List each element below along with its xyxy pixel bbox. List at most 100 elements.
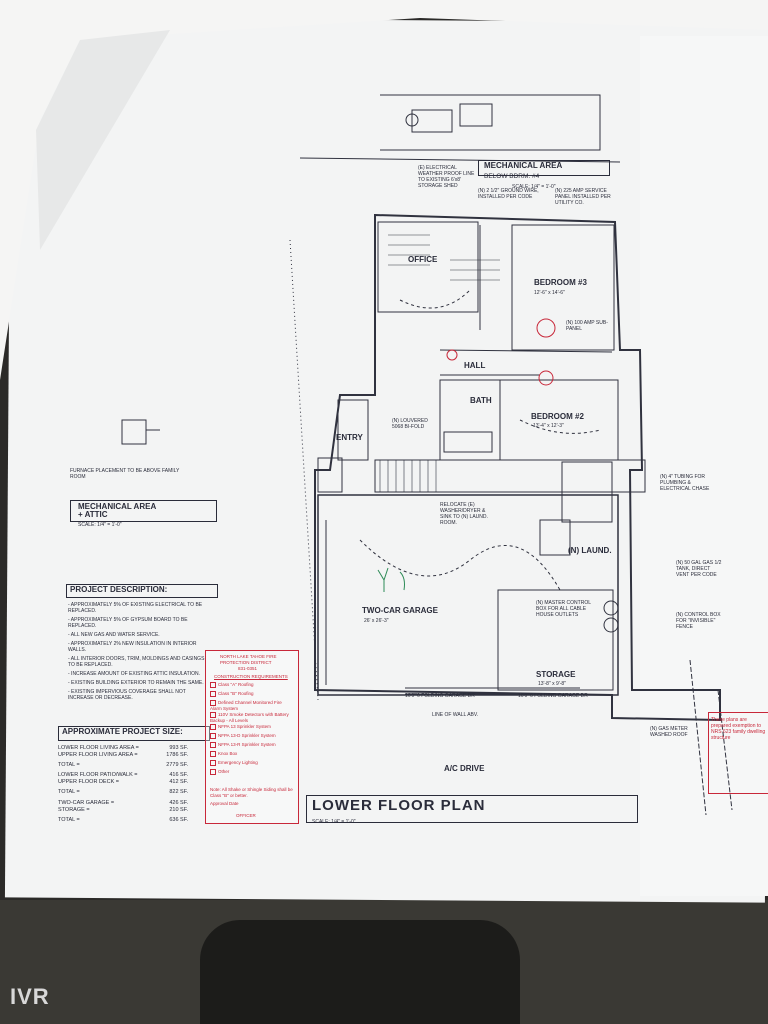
stamp-checklist-item: NFPA 13-R Sprinkler System — [210, 742, 294, 748]
garage-door-1: 16'0"'6 FOLDING GARAGE DR — [405, 693, 475, 699]
project-description-title: PROJECT DESCRIPTION: — [70, 585, 168, 594]
room-bedroom2-size: 13'-4" x 12'-3" — [533, 423, 564, 429]
stamp-checklist-item: Class "A" Roofing — [210, 682, 294, 688]
checkbox-icon — [210, 751, 216, 757]
plan-scale: SCALE: 1/4" = 1'-0" — [312, 819, 356, 825]
note-relocate: RELOCATE (E) WASHER/DRYER & SINK TO (N) … — [440, 502, 488, 526]
project-size-value: 993 SF. — [169, 745, 188, 751]
mechanical-below-title-box — [478, 160, 610, 176]
checkbox-icon — [210, 769, 216, 775]
project-size-value: 2779 SF. — [166, 762, 188, 768]
room-bedroom2: BEDROOM #2 — [531, 412, 584, 421]
project-size-label: TOTAL = — [58, 789, 80, 795]
mechanical-attic-subtitle: + ATTIC — [78, 510, 108, 519]
project-description-box — [66, 584, 218, 598]
stamp-checklist-item: Defined Channel Monitored Fire Alarm Sys… — [210, 700, 282, 712]
mechanical-attic-title: MECHANICAL AREA — [78, 502, 157, 511]
note-gas-meter: (N) GAS METER WASHED ROOF — [650, 726, 688, 738]
project-size-row: UPPER FLOOR DECK =412 SF. — [58, 779, 188, 785]
checkbox-icon — [210, 724, 216, 730]
qw-stamp-text: These plans are prepared exemption to NR… — [711, 717, 766, 741]
room-entry: ENTRY — [336, 433, 363, 442]
project-size-row: LOWER FLOOR LIVING AREA = 993 SF. — [58, 745, 188, 751]
mechanical-below-title: MECHANICAL AREA — [484, 161, 563, 170]
note-master-control: (N) MASTER CONTROL BOX FOR ALL CABLE HOU… — [536, 600, 591, 618]
mechanical-attic-scale: SCALE: 1/4" = 1'-0" — [78, 522, 122, 528]
project-size-row: UPPER FLOOR LIVING AREA = 1786 SF. — [58, 752, 188, 758]
note-control-box: (N) CONTROL BOX FOR "INVISIBLE" FENCE — [676, 612, 721, 630]
adjacent-sheet — [640, 36, 768, 896]
garage-door-2: 16'0"'6 FOLDING GARAGE DR — [518, 693, 588, 699]
project-size-box — [58, 726, 210, 741]
project-description-item: - EXISTING IMPERVIOUS COVERAGE SHALL NOT… — [68, 689, 186, 701]
stamp-checklist-item: Other — [210, 769, 294, 775]
project-size-value: 426 SF. — [169, 800, 188, 806]
checkbox-icon — [210, 682, 216, 688]
project-size-value: 1786 SF. — [166, 752, 188, 758]
project-size-label: LOWER FLOOR PATIO/WALK = — [58, 772, 138, 778]
furnace-note: FURNACE PLACEMENT TO BE ABOVE FAMILY ROO… — [70, 468, 180, 480]
stamp-checklist-item: 110V Smoke Detectors with Battery Backup… — [210, 712, 289, 724]
project-size-row: TOTAL = 2779 SF. — [58, 762, 188, 768]
project-size-label: LOWER FLOOR LIVING AREA = — [58, 745, 139, 751]
checkbox-icon — [210, 760, 216, 766]
stamp-title: CONSTRUCTION REQUIREMENTS — [214, 674, 288, 679]
stamp-checklist-item: NFPA 13-D Sprinkler System — [210, 733, 294, 739]
project-size-label: TWO-CAR GARAGE = — [58, 800, 115, 806]
fire-district-stamp: NORTH LAKE TAHOE FIRE PROTECTION DISTRIC… — [205, 650, 299, 824]
room-bedroom3-size: 12'-6" x 14'-6" — [534, 290, 565, 296]
mechanical-attic-title-box — [70, 500, 217, 522]
qw-stamp: These plans are prepared exemption to NR… — [708, 712, 768, 794]
note-sub-panel: (N) 100 AMP SUB-PANEL — [566, 320, 608, 332]
project-size-row: LOWER FLOOR PATIO/WALK =416 SF. — [58, 772, 188, 778]
room-bath: BATH — [470, 396, 492, 405]
project-size-row: TWO-CAR GARAGE = 426 SF. — [58, 800, 188, 806]
checkbox-icon — [210, 733, 216, 739]
stamp-note: Note: All Shake or Shingle Siding shall … — [210, 787, 293, 798]
project-size-label: UPPER FLOOR LIVING AREA = — [58, 752, 138, 758]
note-gas-tank: (N) 50 GAL GAS 1/2 TANK, DIRECT VENT PER… — [676, 560, 722, 578]
project-size-value: 412 SF. — [169, 779, 188, 785]
plan-title-box — [306, 795, 638, 823]
project-description-item: - ALL INTERIOR DOORS, TRIM, MOLDINGS AND… — [68, 656, 205, 668]
project-description-item: - ALL NEW GAS AND WATER SERVICE. — [68, 632, 160, 638]
mechanical-below-subtitle: BELOW BDRM. #4 — [484, 173, 540, 180]
stamp-checklist-item: NFPA 13 Sprinkler System — [210, 724, 294, 730]
project-description-item: - INCREASE AMOUNT OF EXISTING ATTIC INSU… — [68, 671, 200, 677]
plan-title: LOWER FLOOR PLAN — [312, 797, 486, 814]
project-size-label: TOTAL = — [58, 762, 80, 768]
project-size-value: 210 SF. — [169, 807, 188, 813]
room-laundry: (N) LAUND. — [568, 546, 612, 555]
project-size-label: STORAGE = — [58, 807, 90, 813]
stamp-header-2: PROTECTION DISTRICT — [220, 660, 272, 665]
checkbox-icon — [210, 691, 216, 697]
room-garage-size: 26' x 26'-3" — [364, 618, 389, 624]
project-size-title: APPROXIMATE PROJECT SIZE: — [62, 727, 183, 736]
note-louvered: (N) LOUVERED 5068 BI-FOLD — [392, 418, 428, 430]
checkbox-icon — [210, 700, 216, 706]
room-garage: TWO-CAR GARAGE — [362, 606, 438, 615]
project-description-item: - EXISTING BUILDING EXTERIOR TO REMAIN T… — [68, 680, 204, 686]
stamp-officer: OFFICER — [236, 813, 256, 818]
room-storage-size: 13'-8" x 9'-8" — [538, 681, 566, 687]
room-storage: STORAGE — [536, 670, 576, 679]
project-description-item: - APPROXIMATELY 2% NEW INSULATION IN INT… — [68, 641, 197, 653]
note-service-panel: (N) 225 AMP SERVICE PANEL INSTALLED PER … — [555, 188, 611, 206]
watermark-logo: IVR — [10, 984, 50, 1009]
room-hall: HALL — [464, 361, 486, 370]
project-size-label: TOTAL = — [58, 817, 80, 823]
checkbox-icon — [210, 742, 216, 748]
note-ground-wire: (N) 2 1/2" GROUND WIRE, INSTALLED PER CO… — [478, 188, 539, 200]
line-of-wall-label: LINE OF WALL ABV. — [432, 712, 479, 718]
stamp-checklist-item: Class "B" Roofing — [210, 691, 294, 697]
project-size-row: STORAGE = 210 SF. — [58, 807, 188, 813]
checkbox-icon — [210, 712, 216, 718]
stamp-checklist-item: Knox Box — [210, 751, 294, 757]
project-description-item: - APPROXIMATELY 5% OF GYPSUM BOARD TO BE… — [68, 617, 188, 629]
note-electrical: (E) ELECTRICAL WEATHER PROOF LINE TO EXI… — [418, 165, 475, 189]
room-office: OFFICE — [408, 255, 438, 264]
project-size-row: TOTAL =822 SF. — [58, 789, 188, 795]
